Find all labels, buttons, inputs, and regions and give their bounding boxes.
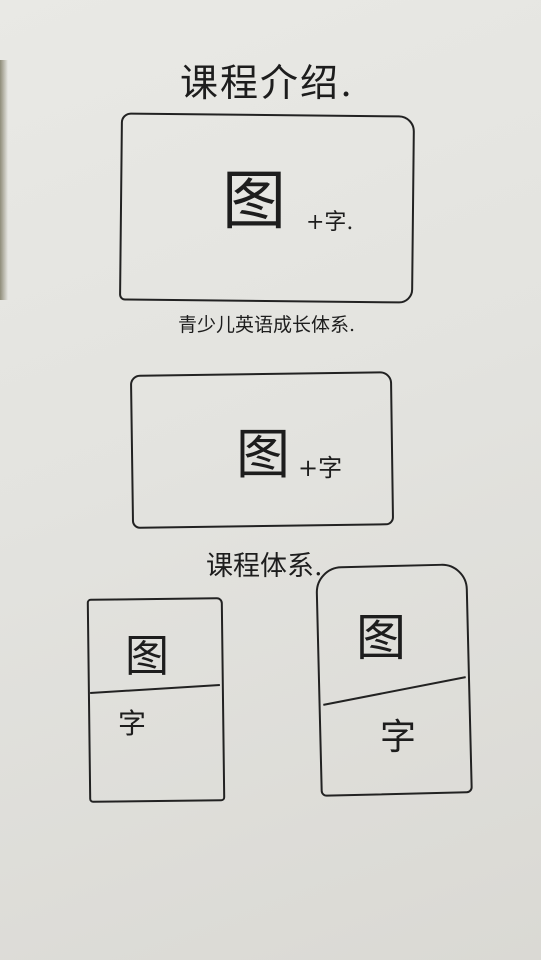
card-left-text-label: 字 (118, 707, 147, 740)
banner-1-image-label: 图 (222, 165, 286, 239)
card-right-image-label: 图 (356, 609, 406, 667)
card-right-text-label: 字 (380, 717, 417, 758)
section-caption: 课程体系. (206, 551, 323, 582)
page-title: 课程介绍. (180, 61, 355, 105)
banner-1-caption: 青少儿英语成长体系. (178, 314, 356, 336)
banner-2-text-label: +字 (298, 454, 343, 482)
banner-1-text-label: +字. (306, 210, 354, 235)
banner-2-image-label: 图 (236, 423, 290, 486)
card-left-image-label: 图 (125, 631, 169, 682)
page-shadow (0, 60, 8, 300)
